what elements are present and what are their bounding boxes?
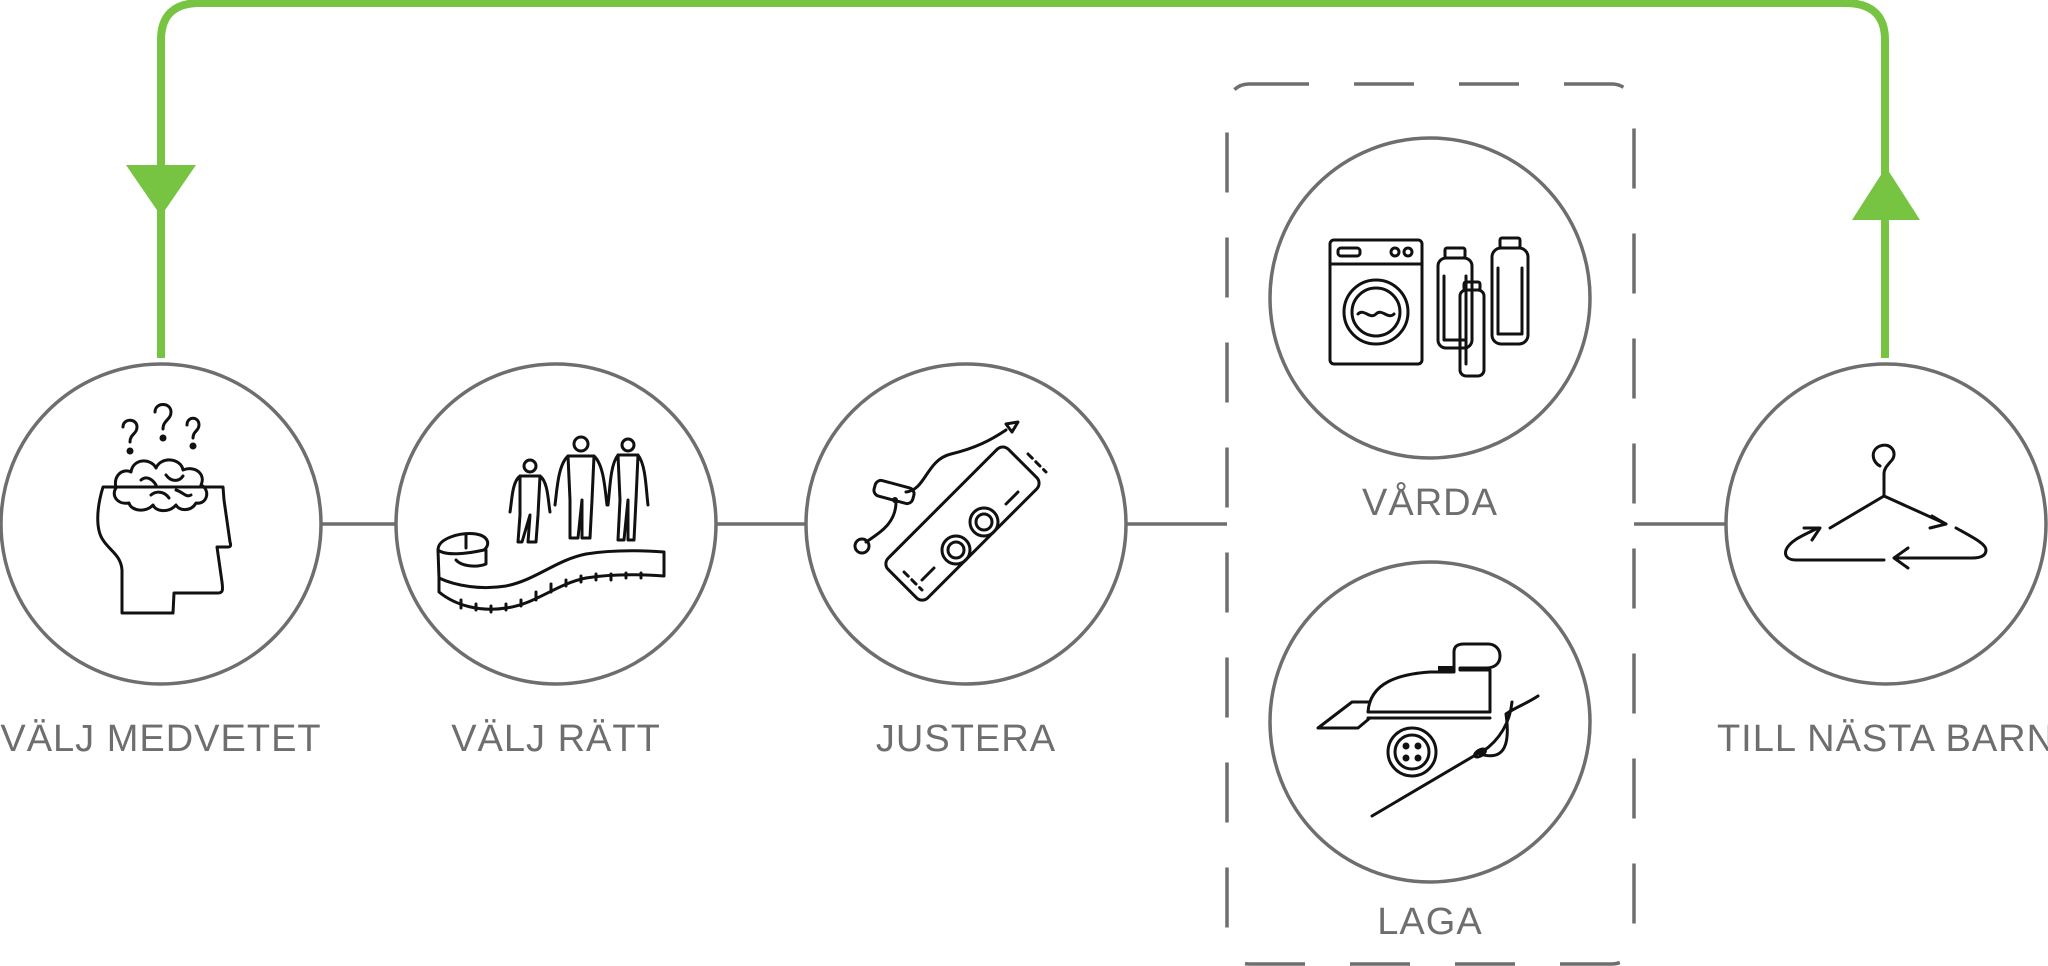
step-label-varda: VÅRDA bbox=[1362, 480, 1498, 524]
step-circle-laga bbox=[1268, 560, 1592, 884]
hanger-with-recycle-arrows-icon bbox=[1784, 443, 1988, 570]
step-label-till-nasta-barn: TILL NÄSTA BARN bbox=[1717, 718, 2048, 760]
feedback-loop bbox=[126, 0, 1920, 358]
step-label-laga: LAGA bbox=[1377, 901, 1482, 943]
step-circle-till-nasta-barn bbox=[1724, 362, 2048, 686]
arrow-down-icon bbox=[126, 165, 196, 216]
step-circle-justera bbox=[804, 362, 1128, 686]
step-circle-valj-ratt bbox=[394, 362, 718, 686]
iron-button-and-needle-icon bbox=[1316, 642, 1540, 818]
head-with-question-marks-icon bbox=[96, 403, 233, 615]
feedback-loop-line bbox=[157, 0, 1889, 358]
step-labels: VÄLJ MEDVETET VÄLJ RÄTT JUSTERA VÅRDA LA… bbox=[0, 480, 2048, 943]
step-circle-valj-medvetet bbox=[0, 362, 323, 686]
step-label-valj-ratt: VÄLJ RÄTT bbox=[451, 718, 661, 760]
arrow-up-icon bbox=[1852, 167, 1920, 220]
step-label-valj-medvetet: VÄLJ MEDVETET bbox=[0, 718, 321, 760]
washing-machine-and-detergent-icon bbox=[1328, 236, 1530, 378]
step-circle-varda bbox=[1268, 136, 1592, 460]
elastic-button-waistband-icon bbox=[853, 420, 1048, 602]
people-and-measuring-tape-icon bbox=[436, 435, 666, 614]
step-label-justera: JUSTERA bbox=[876, 718, 1056, 760]
